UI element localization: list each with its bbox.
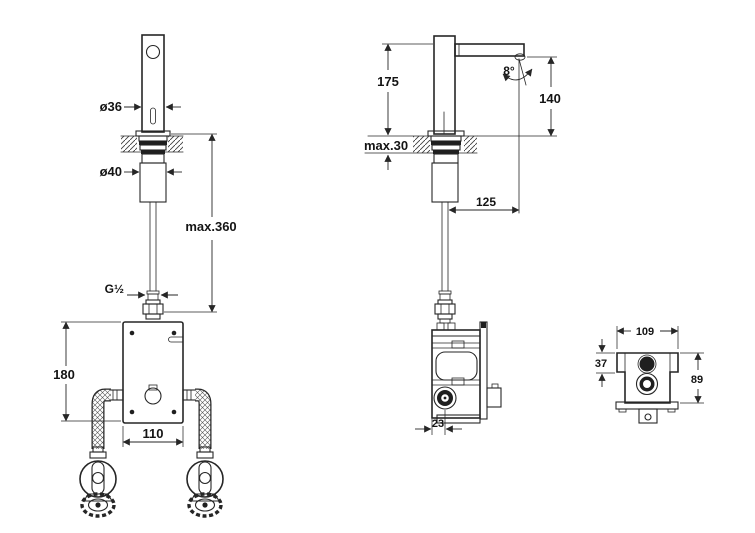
hose-stub-left: [109, 389, 124, 401]
dim-label-outlet-height: 140: [539, 91, 561, 106]
supply-pipe-front: [142, 201, 164, 320]
right-hose: [195, 388, 212, 449]
side-connector-box: [486, 387, 502, 408]
control-box-front: [109, 321, 197, 424]
spout: [454, 43, 525, 57]
outlet-port: [635, 372, 659, 396]
connection-nut: [434, 303, 456, 315]
connection-nut: [142, 303, 164, 315]
mounting-stack-side: [430, 135, 462, 203]
left-hose: [91, 388, 111, 449]
right-angle-valve: [186, 446, 224, 518]
valve-knob: [187, 492, 223, 518]
dim-label-box-height: 180: [53, 367, 75, 382]
mounting-tab: [638, 408, 658, 424]
dim-label-spout-reach: 125: [476, 195, 496, 209]
dim-label-flange-depth: 37: [595, 358, 607, 370]
battery-knob: [433, 386, 457, 410]
dim-label-connection-thread: G½: [105, 282, 124, 296]
hook-notch: [168, 336, 184, 343]
control-box-top: [615, 352, 679, 424]
dim-label-top-box-width: 109: [636, 326, 654, 338]
valve-handwheel: [79, 460, 117, 498]
hose-stub-right: [182, 389, 197, 401]
screw: [129, 409, 135, 415]
recessed-panel: [435, 351, 478, 381]
control-box-side: [431, 321, 502, 424]
dimensions-front: ø36 ø40 max.360 G½ 180: [52, 99, 239, 447]
side-view: 175 max.30 8° 140 125 23: [362, 35, 565, 435]
front-view: ø36 ø40 max.360 G½ 180: [52, 34, 239, 518]
cable-grommet: [144, 387, 162, 405]
dimensions-top: 109 37 89: [595, 326, 704, 404]
sensor-window: [150, 107, 156, 125]
supply-pipe-side: [434, 201, 456, 324]
dim-label-box-width: 110: [143, 426, 164, 441]
mounting-stack-front: [138, 135, 168, 203]
screw: [129, 330, 135, 336]
spout-outlet-circle: [145, 44, 161, 60]
dim-label-box-depth: 89: [691, 374, 703, 386]
threaded-shank: [139, 162, 167, 203]
dim-label-spout-top-height: 175: [377, 74, 399, 89]
left-angle-valve: [79, 446, 117, 518]
aerator-outlet: [514, 53, 526, 61]
valve-knob: [80, 492, 116, 518]
screw: [171, 409, 177, 415]
faucet-body-side: [427, 35, 526, 137]
mounting-hole: [644, 413, 652, 421]
box-foot: [436, 414, 481, 424]
dim-label-knob-offset: 23: [432, 418, 444, 430]
screw: [171, 330, 177, 336]
dim-label-shank-diameter: ø40: [100, 164, 122, 179]
faucet-body-front: [135, 34, 171, 137]
dim-label-max-deck-thickness: max.30: [364, 138, 408, 153]
dimensions-side: 175 max.30 8° 140 125 23: [362, 43, 565, 435]
mounting-plate: [479, 321, 488, 420]
dim-label-spout-diameter: ø36: [100, 99, 122, 114]
top-view: 109 37 89: [595, 326, 704, 424]
dim-label-spray-angle: 8°: [503, 64, 515, 78]
valve-handwheel: [186, 460, 224, 498]
dim-label-max-supply-length: max.360: [185, 219, 236, 234]
threaded-shank: [431, 162, 459, 203]
inlet-port: [639, 356, 655, 372]
